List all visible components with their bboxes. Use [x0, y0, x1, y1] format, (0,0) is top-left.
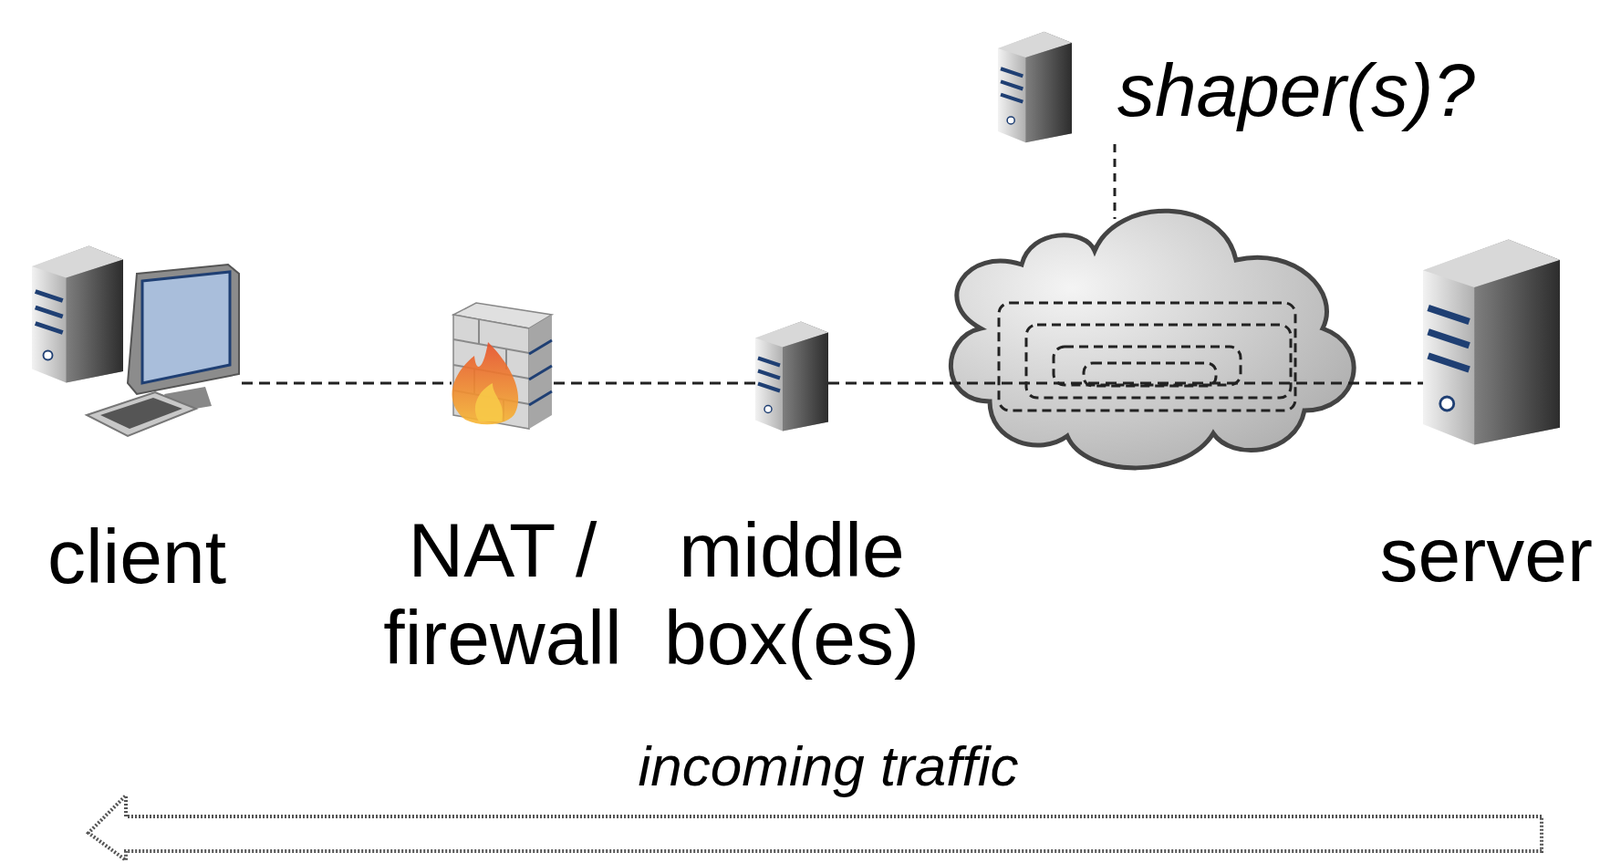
flow-label: incoming traffic: [638, 735, 1019, 798]
node-label: server: [1380, 510, 1593, 599]
node-label: client: [0, 512, 320, 601]
node-label: NAT / firewall: [356, 506, 649, 682]
network-node: middle box(es): [755, 319, 829, 434]
network-node: NAT / firewall: [451, 301, 554, 431]
link-line: [828, 382, 1424, 385]
node-label: middle box(es): [645, 506, 938, 682]
network-node: client: [31, 238, 242, 447]
network-node: server: [1423, 237, 1560, 447]
link-line: [553, 382, 756, 385]
network-node: shaper(s)?: [997, 31, 1072, 144]
link-line: [241, 382, 452, 385]
node-label: shaper(s)?: [1117, 49, 1476, 132]
